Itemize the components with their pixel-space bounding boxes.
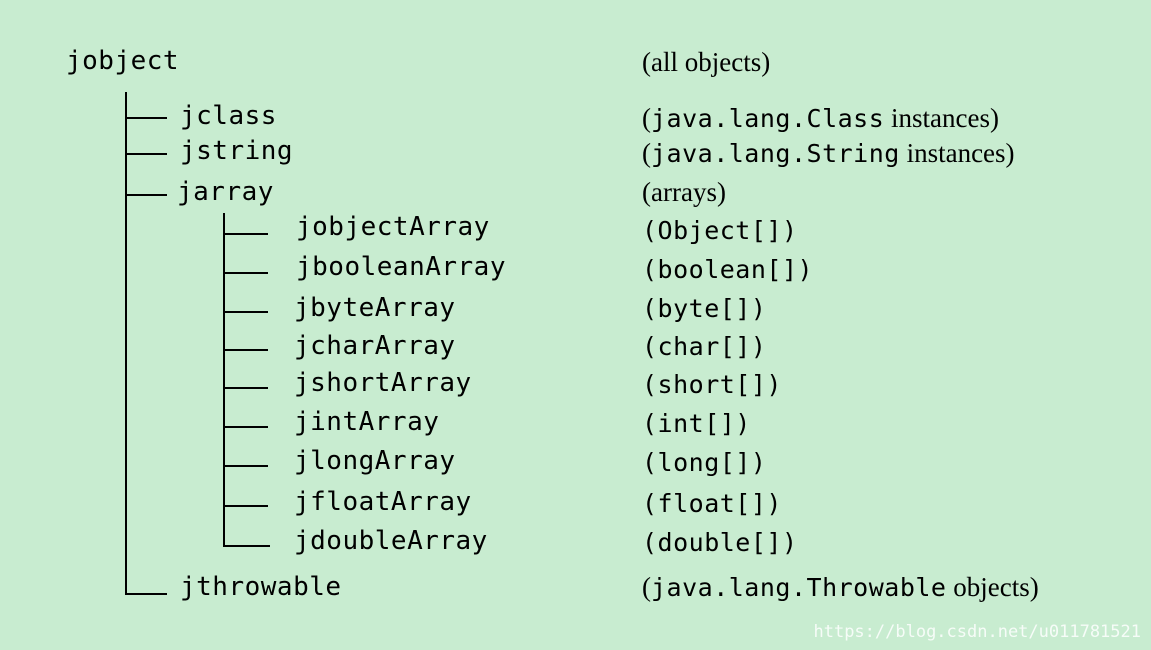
branch-jlongArray — [223, 465, 268, 467]
node-jstring: jstring — [180, 136, 294, 166]
node-jbyteArray: jbyteArray — [294, 293, 456, 323]
branch-jbooleanArray — [223, 272, 268, 274]
root-desc: (all objects) — [642, 47, 771, 77]
branch-jshortArray — [223, 387, 268, 389]
node-jobjectArray: jobjectArray — [296, 212, 490, 242]
node-jshortArray: jshortArray — [294, 368, 472, 398]
desc-jthrowable: (java.lang.Throwable objects) — [642, 572, 1039, 602]
desc-jbyteArray: (byte[]) — [642, 294, 767, 323]
desc-jfloatArray: (float[]) — [642, 489, 782, 518]
branch-jclass — [125, 117, 167, 119]
branch-jdoubleArray — [223, 545, 270, 547]
node-jthrowable: jthrowable — [180, 572, 342, 602]
node-jcharArray: jcharArray — [294, 331, 456, 361]
branch-jfloatArray — [223, 505, 268, 507]
desc-jstring: (java.lang.String instances) — [642, 138, 1015, 168]
watermark-url: https://blog.csdn.net/u011781521 — [813, 622, 1141, 642]
branch-jarray — [125, 194, 167, 196]
desc-jbooleanArray: (boolean[]) — [642, 255, 814, 284]
array-subtree-line — [223, 213, 225, 546]
tree-trunk-line — [125, 92, 127, 594]
node-jdoubleArray: jdoubleArray — [294, 526, 488, 556]
branch-jbyteArray — [223, 311, 268, 313]
node-jlongArray: jlongArray — [294, 446, 456, 476]
branch-jthrowable — [125, 593, 167, 595]
node-jbooleanArray: jbooleanArray — [296, 252, 506, 282]
desc-jshortArray: (short[]) — [642, 370, 782, 399]
node-jclass: jclass — [180, 101, 277, 131]
node-jarray: jarray — [177, 177, 274, 207]
desc-jcharArray: (char[]) — [642, 332, 767, 361]
root-node-jobject: jobject — [66, 46, 180, 76]
desc-jarray: (arrays) — [642, 177, 726, 207]
desc-jintArray: (int[]) — [642, 409, 751, 438]
node-jintArray: jintArray — [294, 407, 440, 437]
branch-jintArray — [223, 426, 268, 428]
node-jfloatArray: jfloatArray — [294, 487, 472, 517]
branch-jcharArray — [223, 349, 268, 351]
desc-jlongArray: (long[]) — [642, 448, 767, 477]
branch-jstring — [125, 153, 167, 155]
desc-jdoubleArray: (double[]) — [642, 528, 798, 557]
branch-jobjectArray — [223, 233, 268, 235]
desc-jclass: (java.lang.Class instances) — [642, 103, 999, 133]
desc-jobjectArray: (Object[]) — [642, 216, 798, 245]
